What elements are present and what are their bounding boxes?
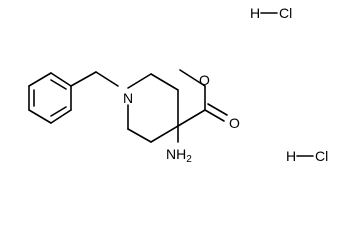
salt-h-label: H bbox=[250, 5, 260, 21]
benzene-bond bbox=[50, 72, 72, 87]
benzene-bond bbox=[28, 109, 52, 124]
piperidine-bond bbox=[150, 73, 179, 91]
salt-h-label: H bbox=[286, 148, 296, 164]
salt-cl-label: Cl bbox=[315, 148, 328, 164]
benzene-double-bond bbox=[50, 106, 67, 117]
benzyl-bond bbox=[95, 71, 119, 87]
piperidine-bond bbox=[127, 128, 152, 143]
ring-nitrogen-label: N bbox=[123, 90, 133, 106]
benzene-bond bbox=[50, 109, 72, 124]
carbonyl-double-bond bbox=[204, 109, 225, 122]
piperidine-ring bbox=[127, 73, 179, 143]
carbonyl-double-bond bbox=[207, 103, 228, 116]
salt-cl-label: Cl bbox=[279, 5, 292, 21]
benzyl-bond bbox=[70, 71, 97, 87]
carbonyl-oxygen-label: O bbox=[229, 115, 240, 131]
amine-subscript: 2 bbox=[186, 154, 192, 165]
benzene-bond bbox=[28, 72, 52, 87]
amine-nh-text: NH bbox=[166, 146, 186, 162]
benzene-ring bbox=[28, 72, 72, 124]
amine-label: NH2 bbox=[166, 146, 192, 165]
ester-oxygen-label: O bbox=[199, 72, 210, 88]
methoxy-bond bbox=[179, 69, 206, 87]
benzene-double-bond bbox=[50, 79, 67, 90]
piperidine-bond bbox=[150, 125, 179, 143]
structural-formula: N O O NH2 H Cl H Cl bbox=[28, 5, 328, 165]
piperidine-bond bbox=[127, 73, 152, 89]
carbonyl-carbon-bond bbox=[177, 109, 206, 127]
